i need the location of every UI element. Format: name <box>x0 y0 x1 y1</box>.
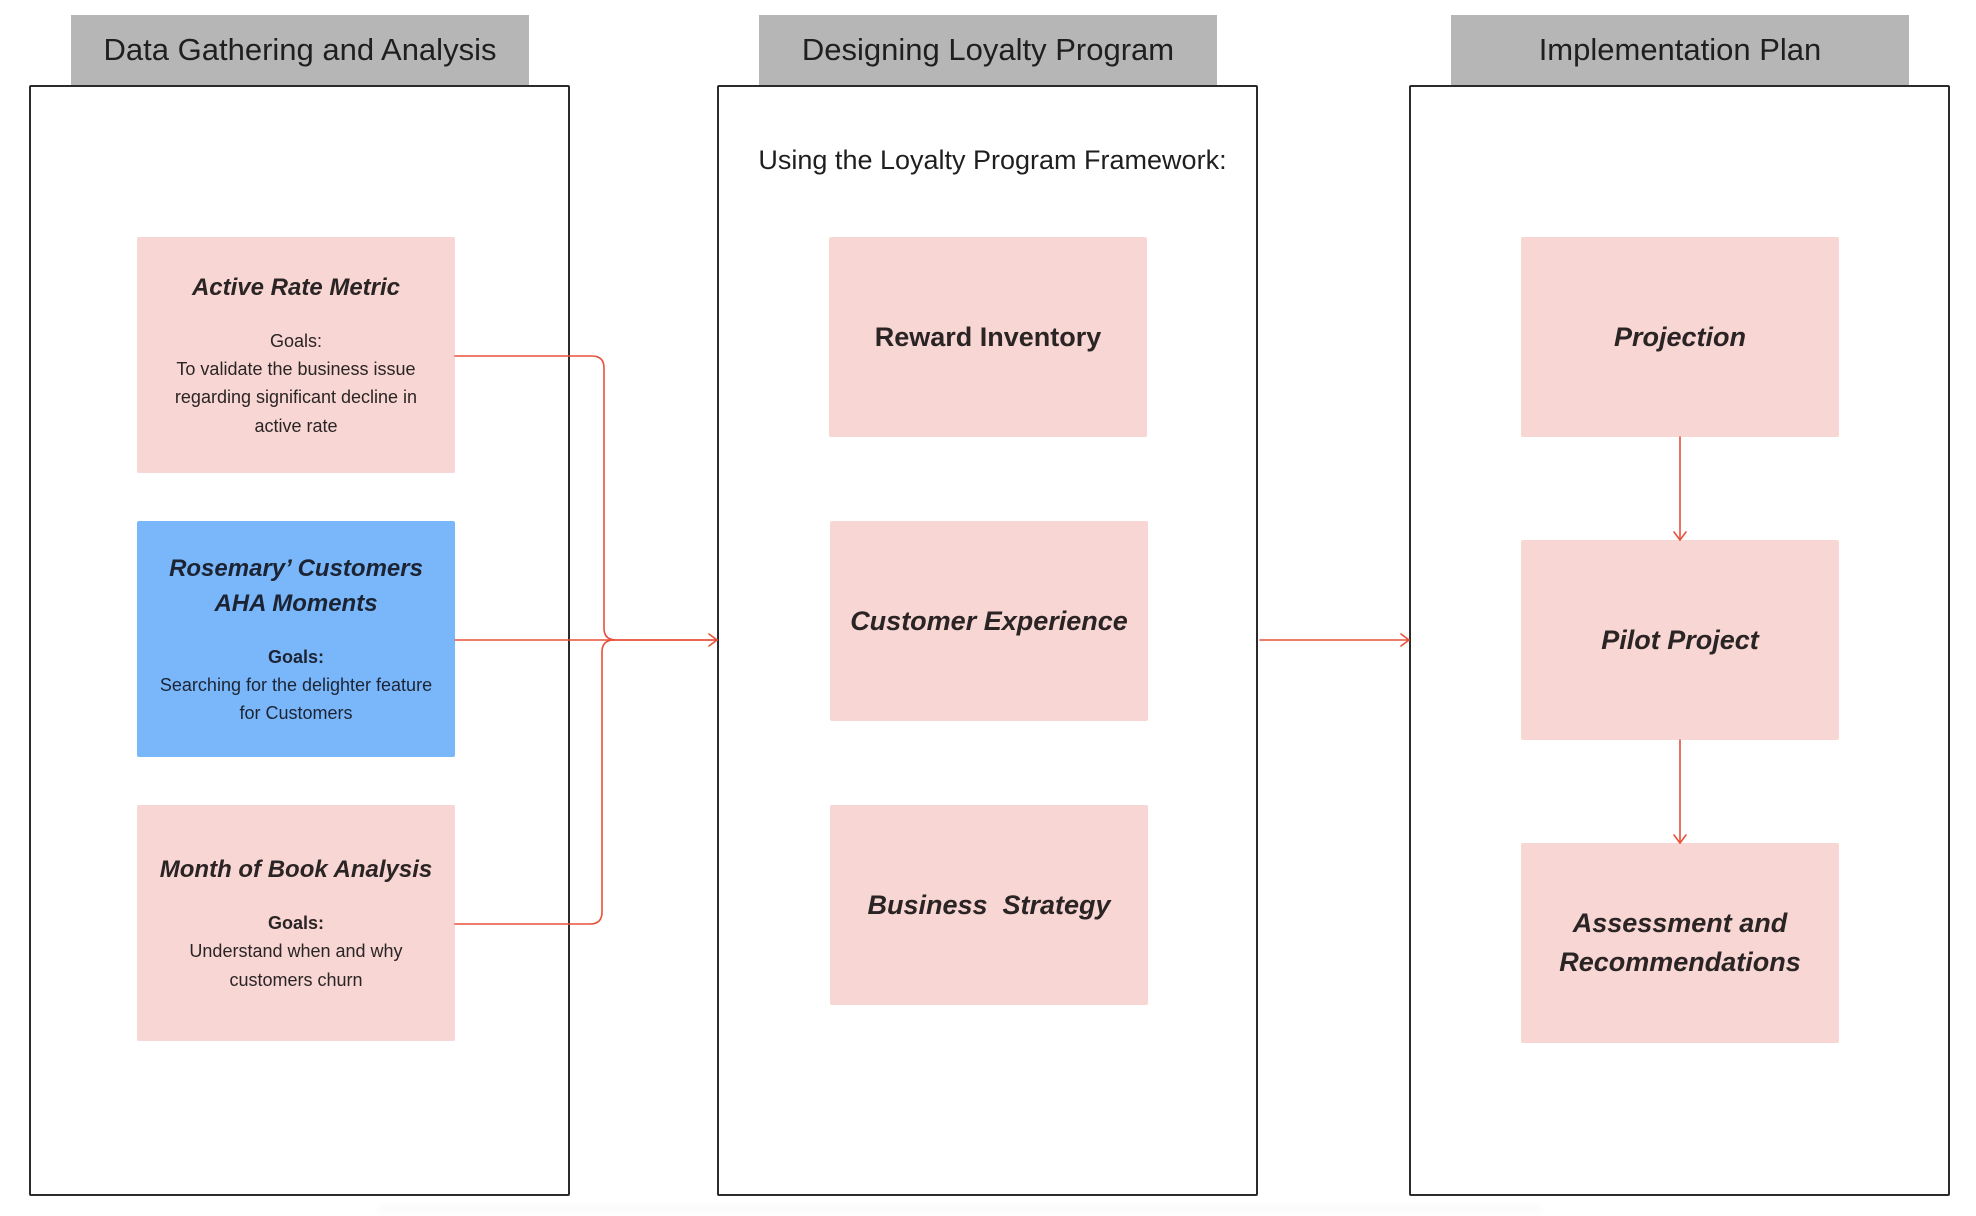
card-pilot-project[interactable]: Pilot Project <box>1521 540 1839 740</box>
card-title: Month of Book Analysis <box>159 856 433 883</box>
card-title: Projection <box>1613 321 1747 352</box>
framework-subtitle: Using the Loyalty Program Framework: <box>758 145 1227 175</box>
card-title: Pilot Project <box>1601 624 1759 655</box>
card-projection[interactable]: Projection <box>1521 237 1839 437</box>
panel-header-implementation-plan: Implementation Plan <box>1451 15 1909 85</box>
card-goals-label: Goals: <box>267 646 324 667</box>
card-goals-text: Understand when and why customers churn <box>189 941 403 990</box>
card-title-line2: AHA Moments <box>214 589 378 617</box>
card-title-line1: Assessment and <box>1572 908 1788 938</box>
card-title: Active Rate Metric <box>191 273 401 301</box>
card-business-strategy[interactable]: Business Strategy <box>830 805 1148 1005</box>
card-title-line2: Recommendations <box>1559 947 1801 977</box>
card-goals-text: Searching for the delighter feature for … <box>159 674 433 724</box>
card-active-rate-metric[interactable]: Active Rate Metric Goals: To validate th… <box>137 237 455 473</box>
arrowhead-into-implementation <box>1400 633 1410 647</box>
card-goals-text: To validate the business issue regarding… <box>174 358 418 436</box>
card-reward-inventory[interactable]: Reward Inventory <box>829 237 1147 437</box>
panel-header-data-gathering: Data Gathering and Analysis <box>71 15 529 85</box>
card-goals-label: Goals: <box>267 913 324 933</box>
card-customer-experience[interactable]: Customer Experience <box>830 521 1148 721</box>
bottom-shadow <box>380 1206 1540 1216</box>
card-title: Customer Experience <box>850 605 1128 636</box>
panel-header-designing-loyalty: Designing Loyalty Program <box>759 15 1217 85</box>
card-title: Business Strategy <box>867 889 1111 920</box>
card-title-line1: Rosemary’ Customers <box>169 554 423 582</box>
card-title: Reward Inventory <box>874 321 1102 352</box>
card-goals-label: Goals: <box>269 330 323 351</box>
card-month-of-book-analysis[interactable]: Month of Book Analysis Goals: Understand… <box>137 805 455 1041</box>
card-assessment-recommendations[interactable]: Assessment and Recommendations <box>1521 843 1839 1043</box>
arrowhead-into-framework <box>708 633 718 647</box>
card-aha-moments[interactable]: Rosemary’ Customers AHA Moments Goals: S… <box>137 521 455 757</box>
